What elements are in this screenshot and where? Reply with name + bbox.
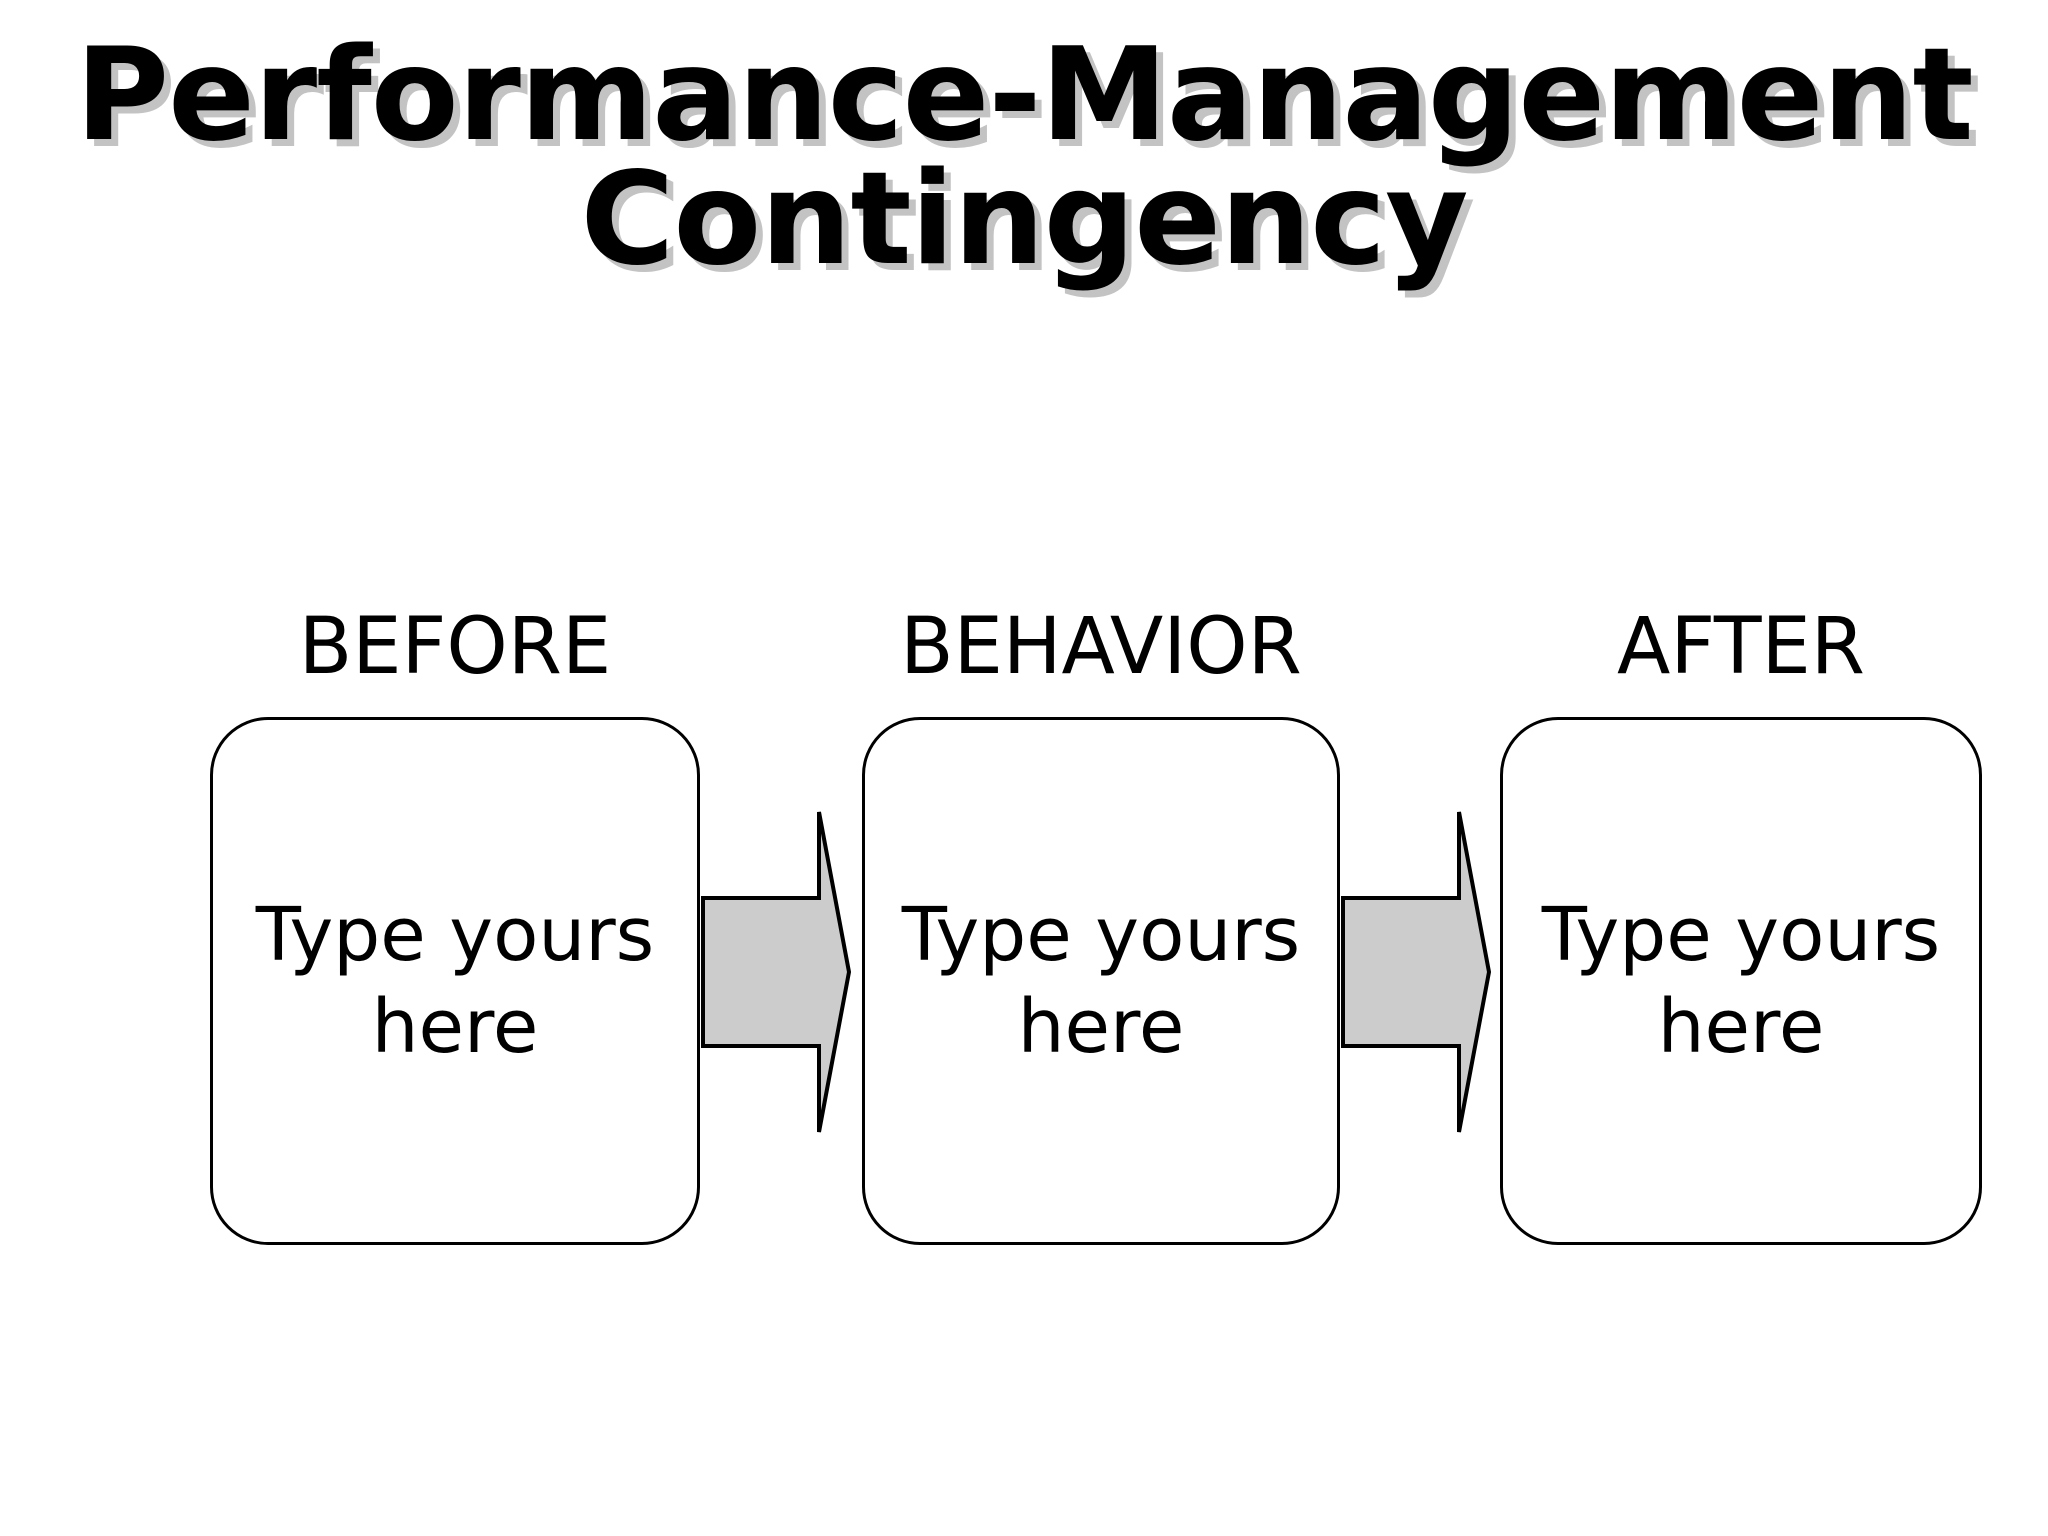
column-label-before: BEFORE [298,602,612,692]
flow-box-after-text: Type yours here [1541,892,1941,1070]
arrow-before-to-behavior [701,811,852,1133]
flow-box-behavior-text: Type yours here [901,892,1301,1070]
title-line-1: Performance-Management [75,21,1973,170]
arrow-shape [1341,811,1492,1133]
arrow-behavior-to-after [1341,811,1492,1133]
title-line-2: Contingency [580,145,1468,294]
flow-box-before-text: Type yours here [255,892,655,1070]
page-title: Performance-Management Contingency [0,21,2048,294]
arrow-shape [701,811,852,1133]
flow-box-behavior[interactable]: Type yours here [862,717,1340,1245]
flow-box-before[interactable]: Type yours here [210,717,700,1245]
column-label-after: AFTER [1617,602,1865,692]
column-label-behavior: BEHAVIOR [900,602,1302,692]
flow-box-after[interactable]: Type yours here [1500,717,1982,1245]
